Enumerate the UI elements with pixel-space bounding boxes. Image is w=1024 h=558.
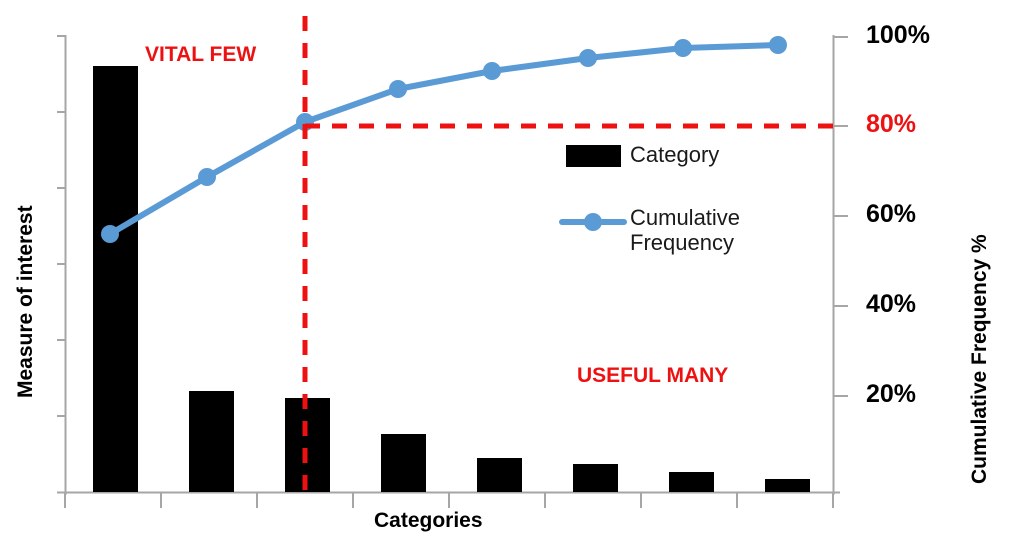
annotation-vital-few: VITAL FEW [145, 43, 257, 66]
bar [573, 464, 618, 492]
legend-item-category-label: Category [630, 142, 720, 167]
bar [765, 479, 810, 492]
cumulative-frequency-line [107, 42, 781, 237]
legend-cumulative-line1: Cumulative [630, 205, 741, 230]
y-axis-right-title: Cumulative Frequency % [968, 234, 991, 484]
bar [669, 472, 714, 492]
y-axis-right-ticks [833, 36, 848, 397]
y-right-tick-label-40: 40% [866, 290, 917, 318]
y-axis-left-ticks [57, 35, 66, 417]
bar [381, 434, 426, 492]
legend-cumulative-line2: Frequency [630, 230, 734, 256]
legend-swatch-category [566, 145, 621, 167]
y-right-tick-label-20: 20% [866, 380, 917, 408]
legend-swatch-cumulative-marker [584, 213, 602, 231]
y-right-tick-label-80: 80% [866, 110, 917, 138]
legend-item-cumulative-label: Cumulative Frequency [630, 205, 740, 256]
axis-lines [57, 35, 840, 495]
bar [93, 66, 138, 492]
x-axis-title: Categories [374, 509, 483, 532]
data-point-marker [579, 49, 597, 67]
data-point-marker [389, 80, 407, 98]
y-right-tick-label-60: 60% [866, 200, 917, 228]
annotation-useful-many: USEFUL MANY [577, 364, 729, 387]
x-axis-ticks [64, 492, 834, 508]
bar-series [93, 66, 810, 492]
bar [189, 391, 234, 492]
y-right-tick-label-100: 100% [866, 21, 930, 49]
bar [477, 458, 522, 492]
data-point-marker [769, 36, 787, 54]
data-point-marker [483, 62, 501, 80]
data-point-marker [198, 168, 216, 186]
data-point-marker [101, 225, 119, 243]
cumulative-frequency-markers [101, 36, 787, 243]
y-axis-left-title: Measure of interest [14, 205, 37, 398]
data-point-marker [674, 39, 692, 57]
